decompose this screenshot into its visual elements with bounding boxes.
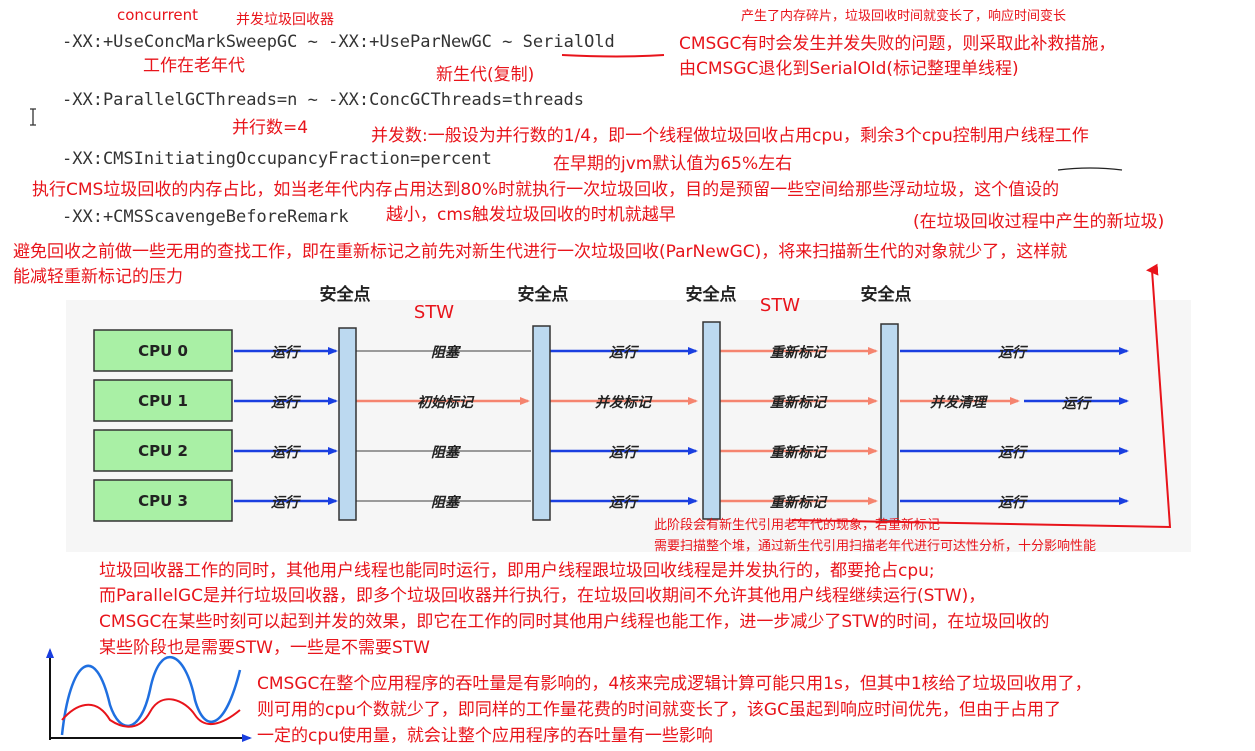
note-remark-2: 能减轻重新标记的压力 [13,267,183,287]
label-run-cpu0-c: 运行 [998,344,1029,361]
safepoint-label-1: 安全点 [320,284,371,305]
label-block-cpu0: 阻塞 [431,344,462,361]
para-line-2: 而ParallelGC是并行垃圾回收器，即多个垃圾回收器并行执行，在垃圾回收期间… [99,586,986,606]
use-cms-option: -XX:+UseConcMarkSweepGC [62,32,298,52]
note-early-jvm: 在早期的jvm默认值为65%左右 [553,154,793,174]
segment-3-concurrent-mark [550,347,698,505]
cpu-box-1 [93,379,233,422]
label-run-cpu2-b: 运行 [609,444,640,461]
label-run-cpu3-b: 运行 [609,494,640,511]
note-fallback-1: CMSGC有时会发生并发失败的问题，则采取此补救措施， [679,34,1116,54]
note-remark-phase-2: 需要扫描整个堆，通过新生代引用扫描老年代进行可达性分析，十分影响性能 [654,539,1097,554]
sketch-blue-curve [60,656,242,736]
label-concurrent-sweep-cpu1: 并发清理 [930,394,988,411]
separator: ~ [502,32,513,52]
note-young-gen: 新生代(复制) [436,65,535,85]
label-block-cpu2: 阻塞 [431,444,462,461]
note-concurrent-collector: 并发垃圾回收器 [236,12,334,28]
throughput-line-2: 则可用的cpu个数就少了，即同样的工作量花费的时间就变长了，该GC虽起到响应时间… [257,700,1061,720]
scavenge-option: -XX:+CMSScavengeBeforeRemark [62,207,349,227]
serial-old-underline [561,54,665,58]
sketch-red-curve [61,698,241,728]
use-parnew-option: -XX:+UseParNewGC [328,32,492,52]
cpu-label-3: CPU 3 [138,492,188,510]
safepoint-barrier-3 [702,321,721,520]
safepoint-label-4: 安全点 [861,284,912,305]
cms-timeline-background [66,300,1191,552]
note-old-gen: 工作在老年代 [143,56,245,76]
safepoint-barrier-2 [532,325,551,521]
note-fallback-2: 由CMSGC退化到SerialOld(标记整理单线程) [679,59,1019,79]
label-remark-cpu0: 重新标记 [770,344,828,361]
segment-5-concurrent-sweep [900,347,1129,505]
cpu-box-3 [93,479,233,522]
note-fragment: 产生了内存碎片，垃圾回收时间就变长了，响应时间变长 [741,9,1067,24]
serial-old-option: SerialOld [522,32,615,52]
stw-label-remark: STW [760,295,800,316]
throughput-line-3: 一定的cpu使用量，就会让整个应用程序的吞吐量有一些影响 [257,726,713,746]
label-run-cpu0: 运行 [271,344,302,361]
conc-threads-option: -XX:ConcGCThreads=threads [328,90,585,110]
label-remark-cpu3: 重新标记 [770,494,828,511]
separator: ~ [307,32,318,52]
para-line-4: 某些阶段也是需要STW，一些是不需要STW [99,638,430,658]
label-run-cpu2-c: 运行 [998,444,1029,461]
throughput-line-1: CMSGC在整个应用程序的吞吐量是有影响的，4核来完成逻辑计算可能只用1s，但其… [257,674,1092,694]
cpu-boxes: CPU 0 CPU 1 CPU 2 CPU 3 [93,329,233,522]
safepoint-barrier-4 [880,323,899,522]
label-run-cpu1-c: 运行 [1062,395,1093,412]
para-line-3: CMSGC在某些时刻可以起到并发的效果，即它在工作的同时其他用户线程也能工作，进… [99,612,1050,632]
note-floating-garbage: (在垃圾回收过程中产生的新垃圾) [913,212,1165,232]
cpu-box-0 [93,329,233,372]
parallel-threads-option: -XX:ParallelGCThreads=n [62,90,298,110]
label-concurrent-mark-cpu1: 并发标记 [595,394,653,411]
label-run-cpu3-c: 运行 [998,494,1029,511]
label-remark-cpu2: 重新标记 [770,444,828,461]
occupancy-option: -XX:CMSInitiatingOccupancyFraction=perce… [62,149,492,169]
safepoint-label-3: 安全点 [686,284,737,305]
label-run-cpu2: 运行 [271,444,302,461]
note-occupancy-2: 越小，cms触发垃圾回收的时机就越早 [386,205,676,225]
label-run-cpu3: 运行 [271,494,302,511]
segment-1-run [234,347,338,505]
note-remark-1: 避免回收之前做一些无用的查找工作，即在重新标记之前先对新生代进行一次垃圾回收(P… [13,242,1068,262]
cpu-label-2: CPU 2 [138,442,188,460]
cpu-label-0: CPU 0 [138,342,188,360]
note-parallel-4: 并行数=4 [232,118,309,138]
stw-label-initial-mark: STW [414,302,454,323]
option-line-2: -XX:ParallelGCThreads=n ~ -XX:ConcGCThre… [62,90,584,110]
label-remark-cpu1: 重新标记 [770,394,828,411]
label-block-cpu3: 阻塞 [431,494,462,511]
segment-4-remark [720,347,878,505]
cpu-label-1: CPU 1 [138,392,188,410]
remark-annotation-arrow [791,263,1172,529]
separator: ~ [307,90,318,110]
para-line-1: 垃圾回收器工作的同时，其他用户线程也能同时运行，即用户线程跟垃圾回收线程是并发执… [99,561,935,581]
note-concurrency: 并发数:一般设为并行数的1/4，即一个线程做垃圾回收占用cpu，剩余3个cpu控… [371,126,1089,146]
segment-2-initial-mark [356,350,531,502]
cpu-box-2 [93,429,233,472]
safepoint-barriers [338,321,899,522]
label-run-cpu1: 运行 [271,394,302,411]
label-run-cpu0-b: 运行 [609,344,640,361]
note-occupancy-1: 执行CMS垃圾回收的内存占比，如当老年代内存占用达到80%时就执行一次垃圾回收，… [32,180,1060,200]
option-line-1: -XX:+UseConcMarkSweepGC ~ -XX:+UseParNew… [62,32,615,52]
note-remark-phase-1: 此阶段会有新生代引用老年代的现象，若重新标记 [654,518,941,533]
label-initial-mark-cpu1: 初始标记 [417,394,475,411]
safepoint-label-2: 安全点 [518,284,569,305]
throughput-sketch [46,648,252,742]
safepoint-barrier-1 [338,327,357,521]
text-cursor-icon [30,108,36,126]
note-concurrent: concurrent [117,6,199,24]
floating-garbage-overline [1057,167,1123,171]
